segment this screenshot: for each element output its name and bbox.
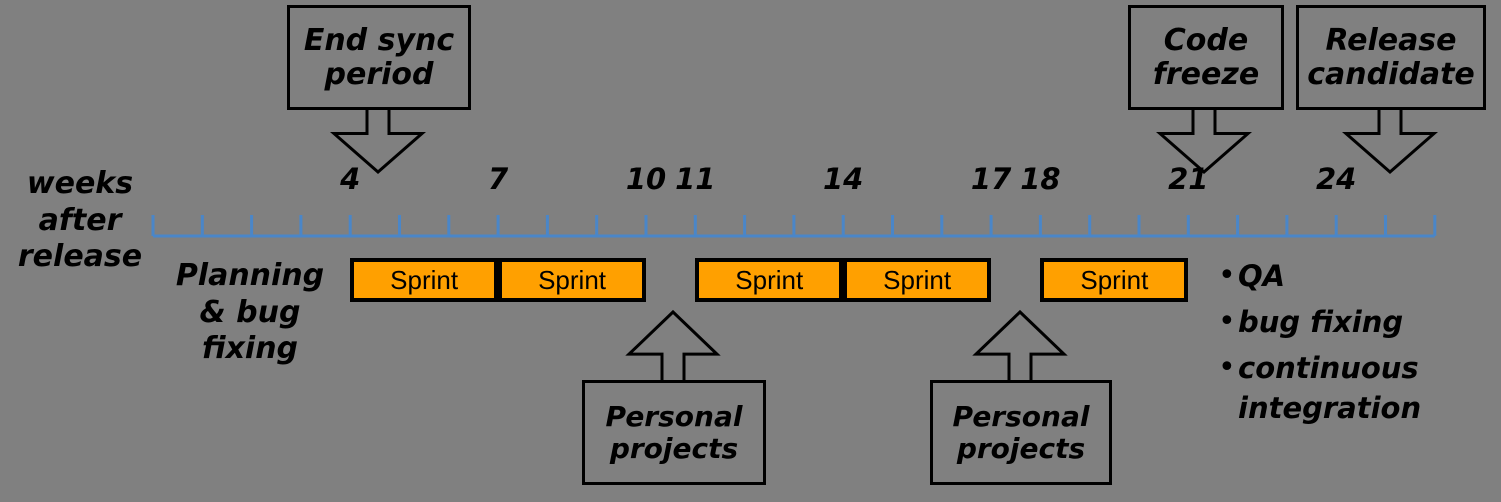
activity-list-item: •QA	[1218, 256, 1501, 296]
week-label-21: 21	[1168, 162, 1209, 196]
week-label-7: 7	[488, 162, 509, 196]
callout-box-top: Release candidate	[1296, 5, 1486, 110]
week-label-18: 18	[1020, 162, 1061, 196]
callout-label: Code freeze	[1152, 22, 1260, 92]
callout-box-top: End sync period	[287, 5, 471, 110]
activity-label: QA	[1238, 259, 1286, 293]
week-label-14: 14	[823, 162, 864, 196]
axis-caption: weeks after release	[17, 166, 143, 275]
sprint-box: Sprint	[1040, 258, 1189, 302]
week-label-24: 24	[1316, 162, 1357, 196]
callout-label: End sync period	[303, 22, 455, 92]
sprint-box: Sprint	[498, 258, 646, 302]
callout-arrow-down	[330, 110, 426, 174]
activities-bullet-list: •QA•bug fixing•continuous integration	[1218, 256, 1501, 434]
callout-label: Personal projects	[952, 400, 1090, 465]
week-label-11: 11	[675, 162, 716, 196]
sprint-box: Sprint	[695, 258, 844, 302]
callout-box-top: Code freeze	[1128, 5, 1284, 110]
bullet-dot-icon: •	[1218, 258, 1236, 293]
callout-box-bottom: Personal projects	[930, 380, 1112, 485]
activity-list-item: •bug fixing	[1218, 302, 1501, 342]
sprint-box: Sprint	[350, 258, 499, 302]
planning-and-bugfixing-label: Planning & bug fixing	[175, 258, 325, 367]
callout-arrow-down	[1156, 110, 1252, 174]
activity-label: continuous integration	[1238, 351, 1422, 425]
bullet-dot-icon: •	[1218, 304, 1236, 339]
callout-label: Release candidate	[1307, 22, 1475, 92]
callout-arrow-up	[625, 309, 721, 380]
week-label-4: 4	[340, 162, 361, 196]
callout-box-bottom: Personal projects	[582, 380, 766, 485]
timeline-axis	[151, 215, 1437, 238]
week-label-17: 17	[970, 162, 1012, 196]
sprint-box: Sprint	[843, 258, 992, 302]
callout-label: Personal projects	[605, 400, 743, 465]
callout-arrow-up	[972, 309, 1068, 380]
week-label-10: 10	[625, 162, 667, 196]
bullet-dot-icon: •	[1218, 350, 1236, 385]
callout-arrow-down	[1342, 110, 1438, 174]
activity-label: bug fixing	[1238, 305, 1404, 339]
activity-list-item: •continuous integration	[1218, 348, 1501, 428]
